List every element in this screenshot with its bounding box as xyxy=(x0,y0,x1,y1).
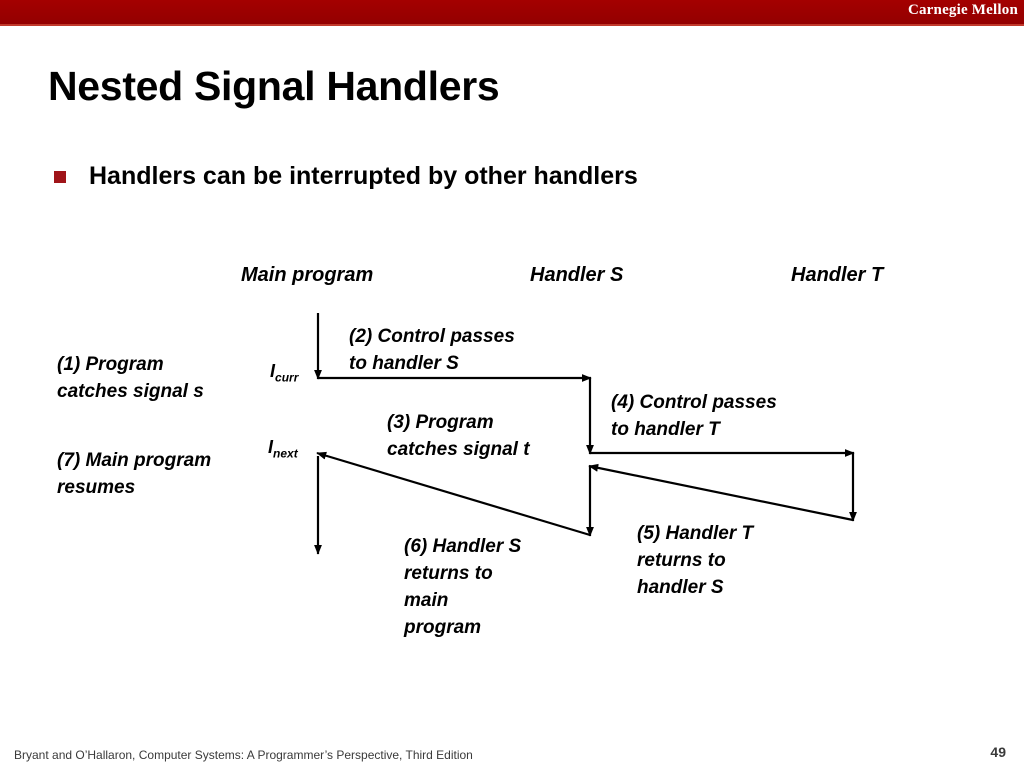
column-heading-handler-t: Handler T xyxy=(791,264,884,286)
instruction-label-icurr-base: I xyxy=(270,361,276,381)
square-bullet-icon xyxy=(54,170,66,183)
instruction-label-inext-sub: next xyxy=(273,446,298,461)
slide-number: 49 xyxy=(990,744,1006,760)
bullet-item: Handlers can be interrupted by other han… xyxy=(54,162,638,191)
instruction-label-icurr-sub: curr xyxy=(275,370,299,385)
page-title: Nested Signal Handlers xyxy=(48,63,500,109)
bullet-item-label: Handlers can be interrupted by other han… xyxy=(89,162,638,190)
brand-name: Carnegie Mellon xyxy=(907,2,1018,18)
instruction-label-inext-base: I xyxy=(268,437,274,457)
column-heading-handler-s: Handler S xyxy=(530,264,624,286)
instruction-label-icurr: Icurr xyxy=(270,361,298,385)
footer-citation: Bryant and O’Hallaron, Computer Systems:… xyxy=(14,748,473,762)
column-heading-main-program: Main program xyxy=(241,264,374,286)
instruction-label-inext: Inext xyxy=(268,437,298,461)
arrow-handler-t-returns-to-handler-s xyxy=(588,463,854,522)
arrow-handler-s-returns-to-main xyxy=(316,451,591,537)
header-banner: Carnegie Mellon xyxy=(0,0,1024,26)
